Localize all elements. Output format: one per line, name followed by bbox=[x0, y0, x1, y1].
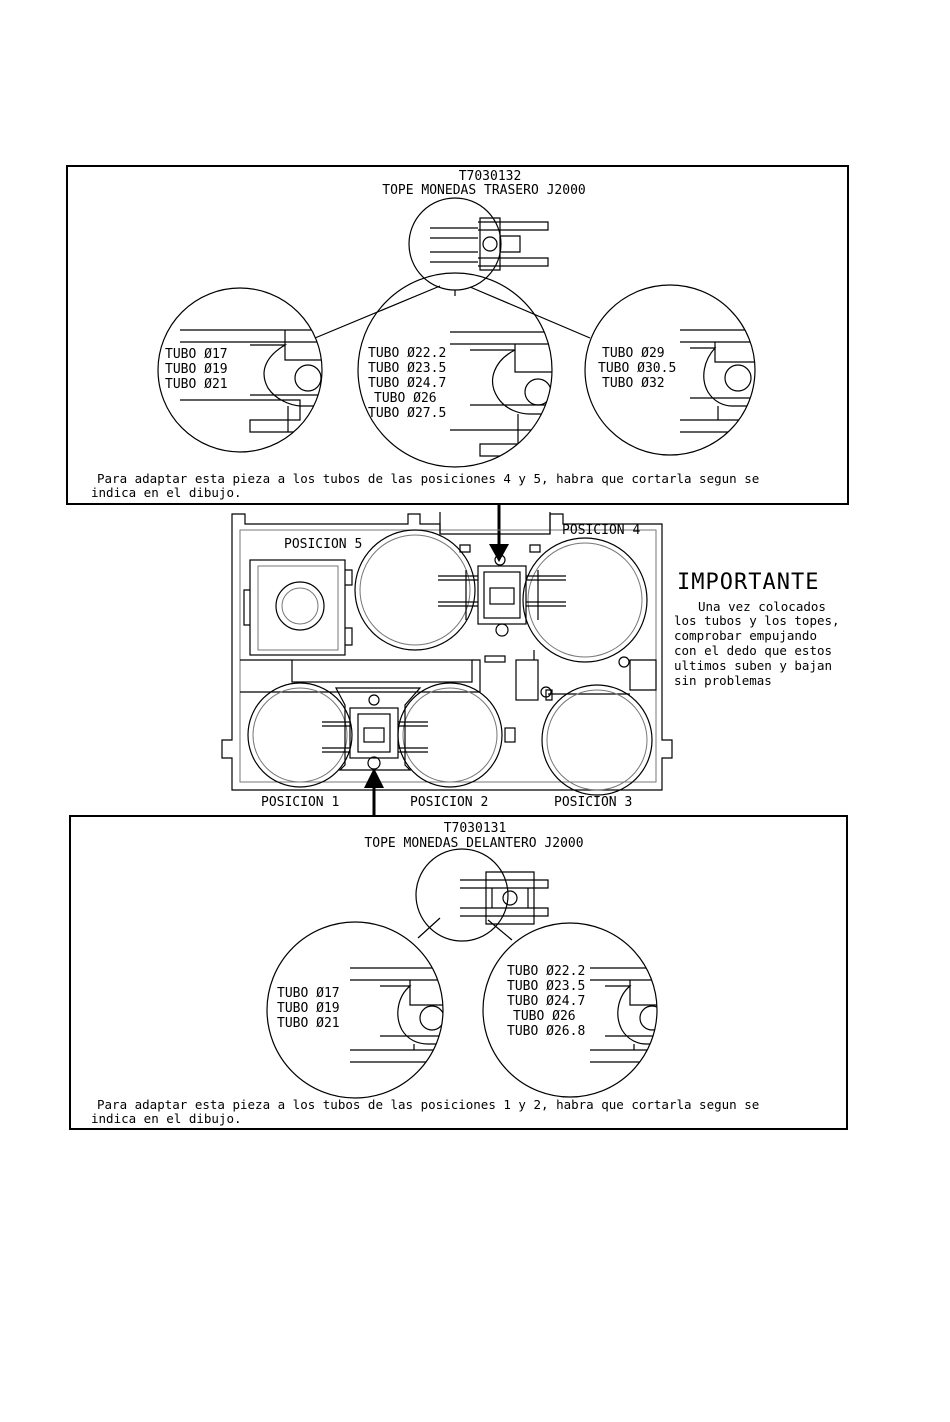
top-center-tube-4: TUBO Ø26 bbox=[374, 391, 437, 406]
bottom-right-tube-5: TUBO Ø26.8 bbox=[507, 1024, 585, 1039]
bottom-right-tube-3: TUBO Ø24.7 bbox=[507, 994, 585, 1009]
important-line-5: ultimos suben y bajan bbox=[674, 658, 832, 673]
top-right-tube-1: TUBO Ø29 bbox=[602, 346, 665, 361]
tube-position-1 bbox=[247, 682, 353, 788]
top-detail-right: TUBO Ø29 TUBO Ø30.5 TUBO Ø32 bbox=[584, 284, 756, 456]
bottom-right-tube-2: TUBO Ø23.5 bbox=[507, 979, 585, 994]
top-left-tube-2: TUBO Ø19 bbox=[165, 362, 228, 377]
rear-stop-part bbox=[438, 544, 566, 637]
important-line-6: sin problemas bbox=[674, 673, 772, 688]
coin-mech-assembly bbox=[221, 512, 673, 796]
top-center-tube-5: TUBO Ø27.5 bbox=[368, 406, 446, 421]
top-panel: T7030132 TOPE MONEDAS TRASERO J2000 TUBO… bbox=[66, 165, 849, 505]
top-note-line1: Para adaptar esta pieza a los tubos de l… bbox=[97, 471, 759, 486]
bottom-detail-right: TUBO Ø22.2 TUBO Ø23.5 TUBO Ø24.7 TUBO Ø2… bbox=[482, 922, 658, 1098]
top-detail-center: TUBO Ø22.2 TUBO Ø23.5 TUBO Ø24.7 TUBO Ø2… bbox=[357, 272, 553, 468]
top-center-tube-3: TUBO Ø24.7 bbox=[368, 376, 446, 391]
bottom-left-tube-3: TUBO Ø21 bbox=[277, 1016, 340, 1031]
arrow-head-down bbox=[489, 544, 509, 562]
bottom-note-line1: Para adaptar esta pieza a los tubos de l… bbox=[97, 1097, 759, 1112]
bottom-part-number: T7030131 bbox=[444, 821, 507, 836]
tube-position-3 bbox=[541, 684, 653, 796]
bottom-panel: T7030131 TOPE MONEDAS DELANTERO J2000 TU… bbox=[69, 815, 848, 1130]
top-part-name: TOPE MONEDAS TRASERO J2000 bbox=[382, 183, 586, 198]
bottom-right-tube-1: TUBO Ø22.2 bbox=[507, 964, 585, 979]
important-line-2: los tubos y los topes, bbox=[674, 613, 840, 628]
bottom-overview-detail bbox=[415, 848, 549, 942]
top-right-tube-2: TUBO Ø30.5 bbox=[598, 361, 676, 376]
top-part-number: T7030132 bbox=[459, 169, 522, 184]
important-title: IMPORTANTE bbox=[677, 570, 819, 595]
top-left-tube-3: TUBO Ø21 bbox=[165, 377, 228, 392]
front-stop-part bbox=[322, 687, 428, 771]
label-position-5: POSICION 5 bbox=[284, 537, 362, 552]
important-line-4: con el dedo que estos bbox=[674, 643, 832, 658]
top-left-tube-1: TUBO Ø17 bbox=[165, 347, 228, 362]
bottom-right-tube-4: TUBO Ø26 bbox=[513, 1009, 576, 1024]
bottom-leader-lines bbox=[417, 917, 513, 941]
tube-position-2 bbox=[397, 682, 503, 788]
important-line-3: comprobar empujando bbox=[674, 628, 817, 643]
bottom-part-name: TOPE MONEDAS DELANTERO J2000 bbox=[364, 836, 583, 851]
bottom-detail-left: TUBO Ø17 TUBO Ø19 TUBO Ø21 bbox=[266, 921, 444, 1099]
label-position-2: POSICION 2 bbox=[410, 795, 488, 810]
important-note: IMPORTANTE Una vez colocados los tubos y… bbox=[674, 570, 840, 688]
top-center-tube-2: TUBO Ø23.5 bbox=[368, 361, 446, 376]
top-panel-frame bbox=[66, 165, 849, 505]
tube-position-4 bbox=[522, 537, 648, 663]
top-leader-lines bbox=[314, 285, 591, 339]
top-detail-left: TUBO Ø17 TUBO Ø19 TUBO Ø21 bbox=[157, 287, 323, 453]
tube-position-5 bbox=[354, 529, 476, 651]
bottom-left-tube-1: TUBO Ø17 bbox=[277, 986, 340, 1001]
bottom-note-line2: indica en el dibujo. bbox=[91, 1111, 242, 1126]
top-center-tube-1: TUBO Ø22.2 bbox=[368, 346, 446, 361]
bottom-panel-frame bbox=[69, 815, 848, 1130]
label-position-3: POSICION 3 bbox=[554, 795, 632, 810]
bottom-left-tube-2: TUBO Ø19 bbox=[277, 1001, 340, 1016]
top-note-line2: indica en el dibujo. bbox=[91, 485, 242, 500]
important-line-1: Una vez colocados bbox=[698, 599, 826, 614]
arrow-head-up bbox=[364, 768, 384, 788]
top-right-tube-3: TUBO Ø32 bbox=[602, 376, 665, 391]
label-position-4: POSICION 4 bbox=[562, 523, 640, 538]
label-position-1: POSICION 1 bbox=[261, 795, 339, 810]
